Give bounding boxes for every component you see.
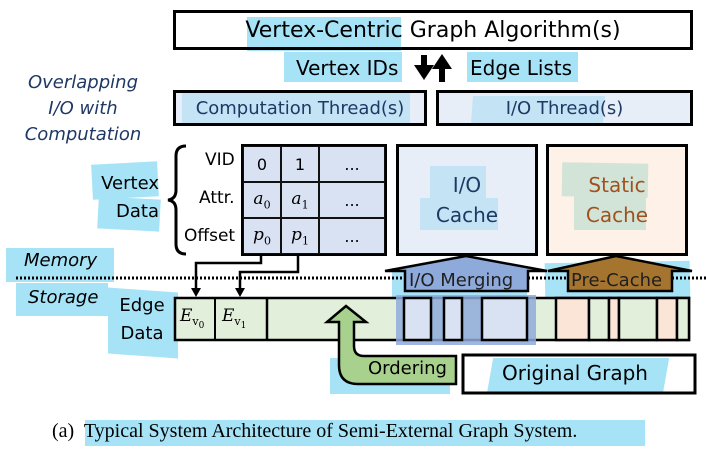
io-cache-line2: Cache: [435, 203, 499, 227]
edge-cell-ev0: Ev0: [180, 306, 204, 332]
table-cell: 1: [281, 146, 319, 182]
highlight: [16, 283, 108, 316]
merged-segment: [480, 296, 529, 342]
memory-label: Memory: [24, 250, 98, 271]
original-graph-box: [461, 353, 697, 395]
highlight: [85, 420, 645, 446]
table-cell: p0: [243, 218, 281, 254]
io-merging-arrow: [384, 254, 548, 293]
edge-cell-sub: v: [234, 315, 241, 329]
table-cell: a0: [243, 182, 281, 218]
io-thread-label: I/O Thread(s): [505, 97, 624, 119]
overlap-note-line2: I/O with: [48, 98, 118, 119]
offset-p1: p: [291, 224, 302, 245]
static-cached-segments: [554, 296, 691, 342]
storage-label: Storage: [28, 287, 99, 308]
subscript: 1: [301, 234, 309, 248]
edge-data-label-line1: Edge: [119, 295, 165, 316]
overlap-note-line1: Overlapping: [27, 72, 138, 93]
edge-cell-base: E: [222, 306, 235, 326]
static-cache-box: Static Cache: [546, 144, 688, 256]
computation-thread-box: Computation Thread(s): [173, 90, 427, 126]
attr-a1: a: [291, 188, 302, 209]
brace-icon: [167, 144, 187, 256]
down-arrow-icon: [414, 55, 434, 80]
merged-segment: [442, 296, 464, 342]
computation-thread-label: Computation Thread(s): [195, 97, 405, 119]
row-label-vid: VID: [205, 150, 235, 170]
vertex-ids-label: Vertex IDs: [296, 56, 399, 80]
caption-text: Typical System Architecture of Semi-Exte…: [83, 420, 573, 442]
subscript: 1: [301, 198, 309, 212]
offset-pointer-p1: [235, 256, 300, 297]
highlight: [247, 17, 401, 51]
ordering-arrow: [323, 304, 458, 386]
edge-cell-ev1: Ev1: [222, 306, 246, 332]
vertex-table: 0 1 ... a0 a1 ... p0 p1 ...: [241, 144, 387, 256]
edge-cell-base: E: [180, 306, 193, 326]
vertex-data-label-line1: Vertex: [101, 173, 159, 194]
overlap-note-line3: Computation: [24, 124, 142, 145]
table-cell: p1: [281, 218, 319, 254]
caption-prefix: (a): [52, 420, 75, 442]
ordering-label: Ordering: [368, 358, 447, 379]
up-arrow-icon: [432, 54, 452, 82]
row-label-attr: Attr.: [199, 188, 235, 208]
original-graph-label: Original Graph: [502, 361, 648, 385]
algorithm-label: Vertex-Centric Graph Algorithm(s): [245, 17, 621, 43]
algorithm-box: Vertex-Centric Graph Algorithm(s): [173, 10, 693, 50]
static-cache-line2: Cache: [585, 203, 649, 227]
caption-suffix: .: [572, 420, 578, 442]
io-merging-label: I/O Merging: [409, 270, 514, 291]
pre-cache-arrow: [547, 254, 693, 293]
highlight: [284, 52, 402, 82]
table-cell: ...: [319, 146, 385, 182]
overlap-note: Overlapping I/O with Computation: [8, 70, 158, 148]
io-cache-line1: I/O: [452, 173, 482, 197]
table-cell: 0: [243, 146, 281, 182]
vertex-data-label: Vertex Data: [95, 170, 159, 226]
offset-p0: p: [253, 224, 264, 245]
figure-caption: (a) Typical System Architecture of Semi-…: [52, 420, 577, 443]
edge-data-label-line2: Data: [120, 323, 164, 344]
static-cache-line1: Static: [588, 173, 646, 197]
edge-data-label: Edge Data: [112, 292, 172, 348]
subscript: 0: [263, 234, 271, 248]
subscript: 0: [263, 198, 271, 212]
attr-a0: a: [253, 188, 264, 209]
table-cell: a1: [281, 182, 319, 218]
merged-segment: [402, 296, 433, 342]
row-label-offset: Offset: [184, 226, 236, 246]
table-cell: ...: [319, 182, 385, 218]
highlight: [467, 52, 578, 82]
edge-cell-subsub: 0: [198, 321, 205, 332]
edge-lists-label: Edge Lists: [470, 56, 573, 80]
highlight: [6, 248, 114, 282]
edge-cell-subsub: 1: [240, 321, 247, 332]
offset-pointer-p0: [191, 256, 263, 297]
edge-cell-sub: v: [192, 315, 199, 329]
vertex-data-label-line2: Data: [116, 201, 159, 222]
pre-cache-label: Pre-Cache: [571, 270, 663, 291]
io-thread-box: I/O Thread(s): [436, 90, 693, 126]
table-cell: ...: [319, 218, 385, 254]
io-cache-box: I/O Cache: [396, 144, 538, 256]
